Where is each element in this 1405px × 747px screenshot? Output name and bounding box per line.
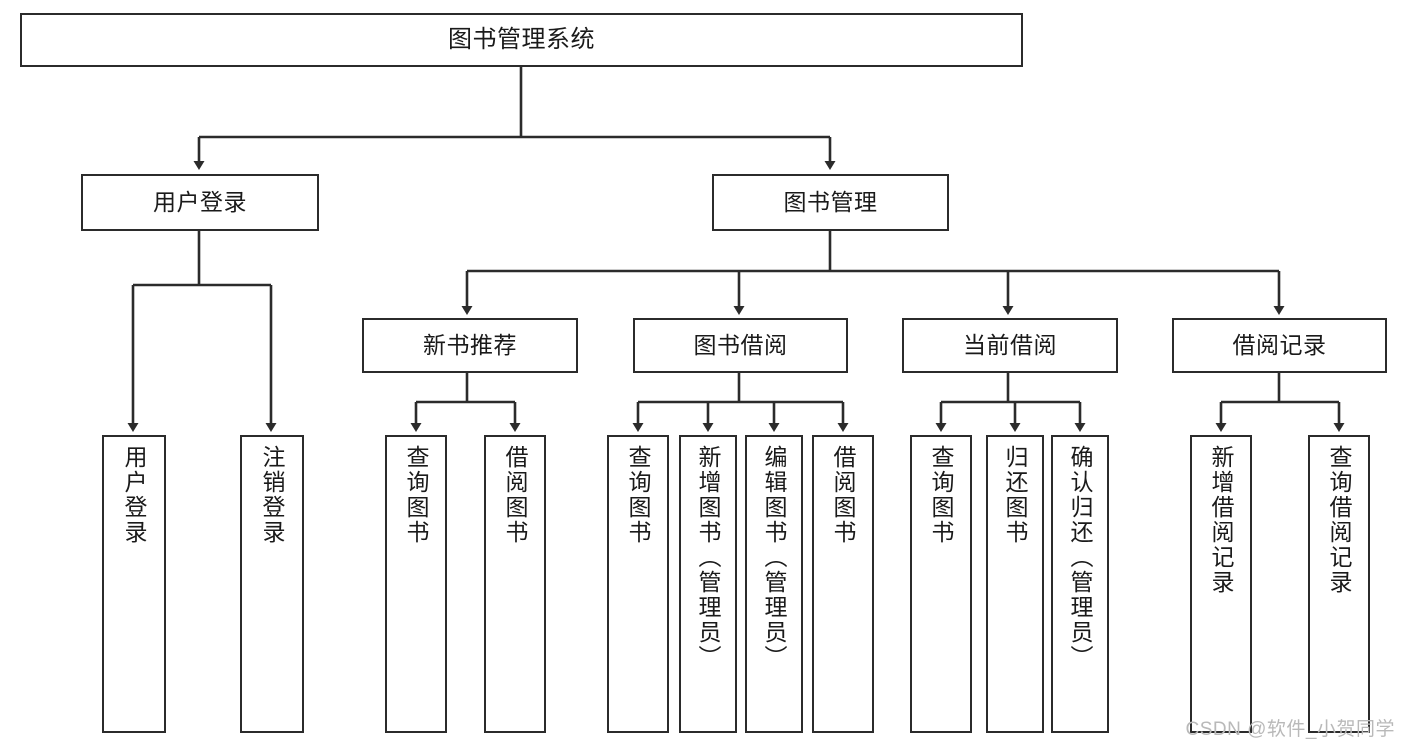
node-leaf-query-book-current-label: 查询图书 (928, 445, 955, 545)
node-leaf-query-book-borrow-label: 查询图书 (625, 445, 652, 545)
node-leaf-borrow-book-recommend[interactable]: 借阅图书 (484, 435, 546, 733)
node-leaf-query-borrow-record-label: 查询借阅记录 (1326, 445, 1353, 595)
node-borrow-record-label: 借阅记录 (1232, 332, 1327, 359)
node-leaf-confirm-return-admin[interactable]: 确认归还（管理员） (1051, 435, 1109, 733)
node-current-borrow-label: 当前借阅 (963, 332, 1057, 359)
node-leaf-query-book-current[interactable]: 查询图书 (910, 435, 972, 733)
node-user-login-label: 用户登录 (153, 189, 247, 216)
node-borrow-record[interactable]: 借阅记录 (1172, 318, 1387, 373)
node-book-management[interactable]: 图书管理 (712, 174, 949, 231)
node-leaf-user-login-label: 用户登录 (121, 445, 148, 545)
watermark-text: CSDN @软件_小贺同学 (1185, 719, 1395, 740)
node-leaf-return-book[interactable]: 归还图书 (986, 435, 1044, 733)
node-book-borrow-label: 图书借阅 (693, 332, 788, 359)
node-new-book-recommend[interactable]: 新书推荐 (362, 318, 578, 373)
node-leaf-logout-login[interactable]: 注销登录 (240, 435, 304, 733)
node-book-management-label: 图书管理 (783, 189, 878, 216)
node-leaf-edit-book-admin-label: 编辑图书（管理员） (761, 445, 788, 670)
node-leaf-borrow-book-label: 借阅图书 (830, 445, 857, 545)
node-leaf-confirm-return-admin-label: 确认归还（管理员） (1067, 445, 1094, 670)
node-current-borrow[interactable]: 当前借阅 (902, 318, 1118, 373)
node-leaf-add-borrow-record[interactable]: 新增借阅记录 (1190, 435, 1252, 733)
node-leaf-query-book-recommend-label: 查询图书 (403, 445, 430, 545)
node-leaf-add-book-admin-label: 新增图书（管理员） (695, 445, 722, 670)
node-new-book-recommend-label: 新书推荐 (423, 332, 517, 359)
node-leaf-query-borrow-record[interactable]: 查询借阅记录 (1308, 435, 1370, 733)
node-leaf-borrow-book-recommend-label: 借阅图书 (502, 445, 529, 545)
node-book-borrow[interactable]: 图书借阅 (633, 318, 848, 373)
node-leaf-logout-login-label: 注销登录 (259, 445, 286, 545)
node-leaf-add-book-admin[interactable]: 新增图书（管理员） (679, 435, 737, 733)
node-root[interactable]: 图书管理系统 (20, 13, 1023, 67)
node-leaf-query-book-recommend[interactable]: 查询图书 (385, 435, 447, 733)
node-leaf-user-login[interactable]: 用户登录 (102, 435, 166, 733)
node-leaf-borrow-book[interactable]: 借阅图书 (812, 435, 874, 733)
node-root-label: 图书管理系统 (448, 26, 595, 54)
node-leaf-add-borrow-record-label: 新增借阅记录 (1208, 445, 1235, 595)
node-user-login[interactable]: 用户登录 (81, 174, 319, 231)
node-leaf-edit-book-admin[interactable]: 编辑图书（管理员） (745, 435, 803, 733)
node-leaf-return-book-label: 归还图书 (1002, 445, 1029, 545)
node-leaf-query-book-borrow[interactable]: 查询图书 (607, 435, 669, 733)
